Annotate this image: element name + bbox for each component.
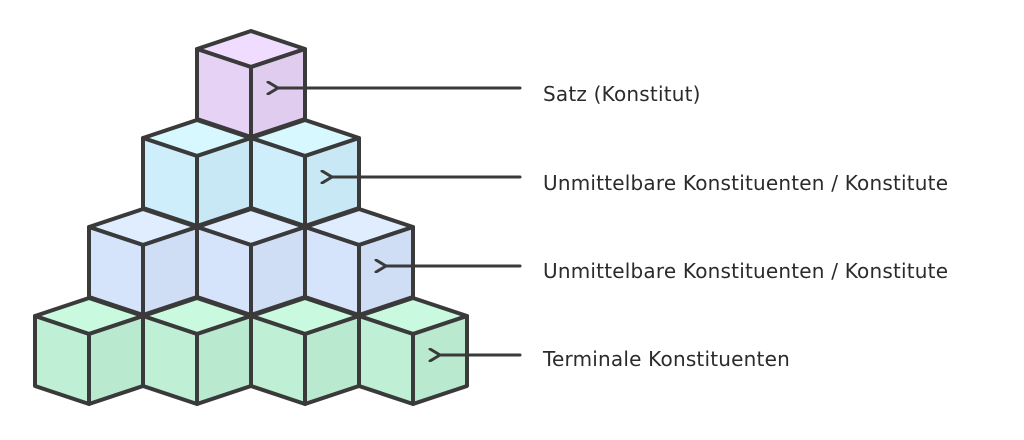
cube-right-face — [87, 314, 145, 406]
cube-level-1-0 — [141, 118, 253, 228]
cube-level-3-1 — [141, 296, 253, 406]
cube-level-2-0 — [87, 207, 199, 317]
level-label-constituents-upper: Unmittelbare Konstituenten / Konstitute — [543, 171, 949, 195]
cube-level-3-2 — [249, 296, 361, 406]
cube-right-face — [303, 314, 361, 406]
level-label-sentence: Satz (Konstitut) — [543, 82, 701, 106]
cube-left-face — [249, 314, 307, 406]
cube-level-3-3 — [357, 296, 469, 406]
cube-level-0-0 — [195, 29, 307, 139]
arrows-layer — [278, 88, 522, 355]
cube-level-1-1 — [249, 118, 361, 228]
cube-right-face — [195, 314, 253, 406]
level-label-terminal: Terminale Konstituenten — [543, 347, 790, 371]
cube-left-face — [141, 314, 199, 406]
cube-left-face — [357, 314, 415, 406]
cube-level-2-2 — [303, 207, 415, 317]
cubes-layer — [33, 29, 469, 406]
cube-right-face — [411, 314, 469, 406]
cube-level-3-0 — [33, 296, 145, 406]
cube-level-2-1 — [195, 207, 307, 317]
level-label-constituents-lower: Unmittelbare Konstituenten / Konstitute — [543, 259, 949, 283]
cube-left-face — [33, 314, 91, 406]
